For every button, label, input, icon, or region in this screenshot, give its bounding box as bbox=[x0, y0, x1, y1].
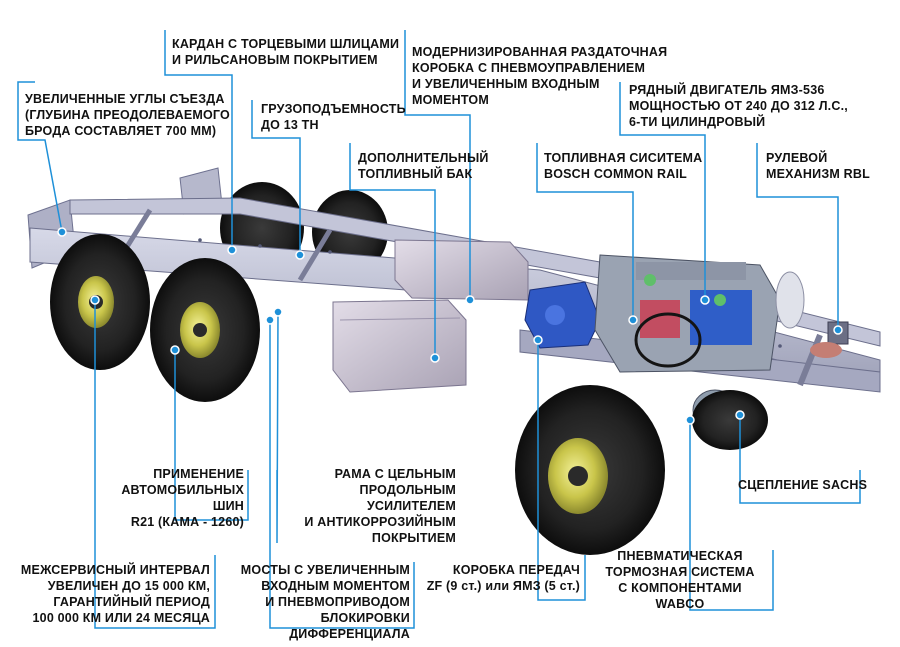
label-mosty: МОСТЫ С УВЕЛИЧЕННЫМ ВХОДНЫМ МОМЕНТОМ И П… bbox=[240, 563, 410, 641]
label-shiny: ПРИМЕНЕНИЕ АВТОМОБИЛЬНЫХ ШИН R21 (КАМА -… bbox=[121, 467, 244, 529]
rear-wheel-near-1 bbox=[50, 234, 150, 370]
label-korobka: КОРОБКА ПЕРЕДАЧ ZF (9 ст.) или ЯМЗ (5 ст… bbox=[426, 563, 580, 593]
label-gruz: ГРУЗОПОДЪЕМНОСТЬ ДО 13 ТН bbox=[261, 102, 406, 132]
label-kardan: КАРДАН С ТОРЦЕВЫМИ ШЛИЦАМИ И РИЛЬСАНОВЫМ… bbox=[172, 37, 400, 67]
label-rama: РАМА С ЦЕЛЬНЫМ ПРОДОЛЬНЫМ УСИЛИТЕЛЕМ И А… bbox=[304, 467, 456, 545]
fuel-tank-additional bbox=[332, 299, 467, 393]
label-ugly: УВЕЛИЧЕННЫЕ УГЛЫ СЪЕЗДА (ГЛУБИНА ПРЕОДОЛ… bbox=[25, 92, 230, 138]
front-wheel-near bbox=[515, 385, 665, 555]
label-bak: ДОПОЛНИТЕЛЬНЫЙ ТОПЛИВНЫЙ БАК bbox=[358, 151, 489, 181]
gearbox bbox=[524, 281, 601, 349]
callout-lines bbox=[17, 30, 861, 629]
label-razdatka: МОДЕРНИЗИРОВАННАЯ РАЗДАТОЧНАЯ КОРОБКА С … bbox=[412, 45, 668, 107]
label-sceplenie: СЦЕПЛЕНИЕ SACHS bbox=[738, 478, 868, 492]
front-wheel-far bbox=[692, 390, 768, 450]
chassis-illustration bbox=[27, 167, 881, 555]
fuel-tank-main bbox=[394, 239, 529, 301]
engine bbox=[594, 254, 805, 373]
rear-wheel-near-2 bbox=[150, 258, 260, 402]
label-dvigatel: РЯДНЫЙ ДВИГАТЕЛЬ ЯМЗ-536 МОЩНОСТЬЮ ОТ 24… bbox=[629, 83, 848, 129]
label-toplivnaya: ТОПЛИВНАЯ СИСИТЕМА BOSCH COMMON RAIL bbox=[544, 151, 703, 181]
callout-dots bbox=[57, 227, 843, 425]
label-rul: РУЛЕВОЙ МЕХАНИЗМ RBL bbox=[766, 151, 870, 181]
label-interval: МЕЖСЕРВИСНЫЙ ИНТЕРВАЛ УВЕЛИЧЕН ДО 15 000… bbox=[20, 563, 210, 625]
label-tormoz: ПНЕВМАТИЧЕСКАЯ ТОРМОЗНАЯ СИСТЕМА С КОМПО… bbox=[605, 549, 755, 611]
